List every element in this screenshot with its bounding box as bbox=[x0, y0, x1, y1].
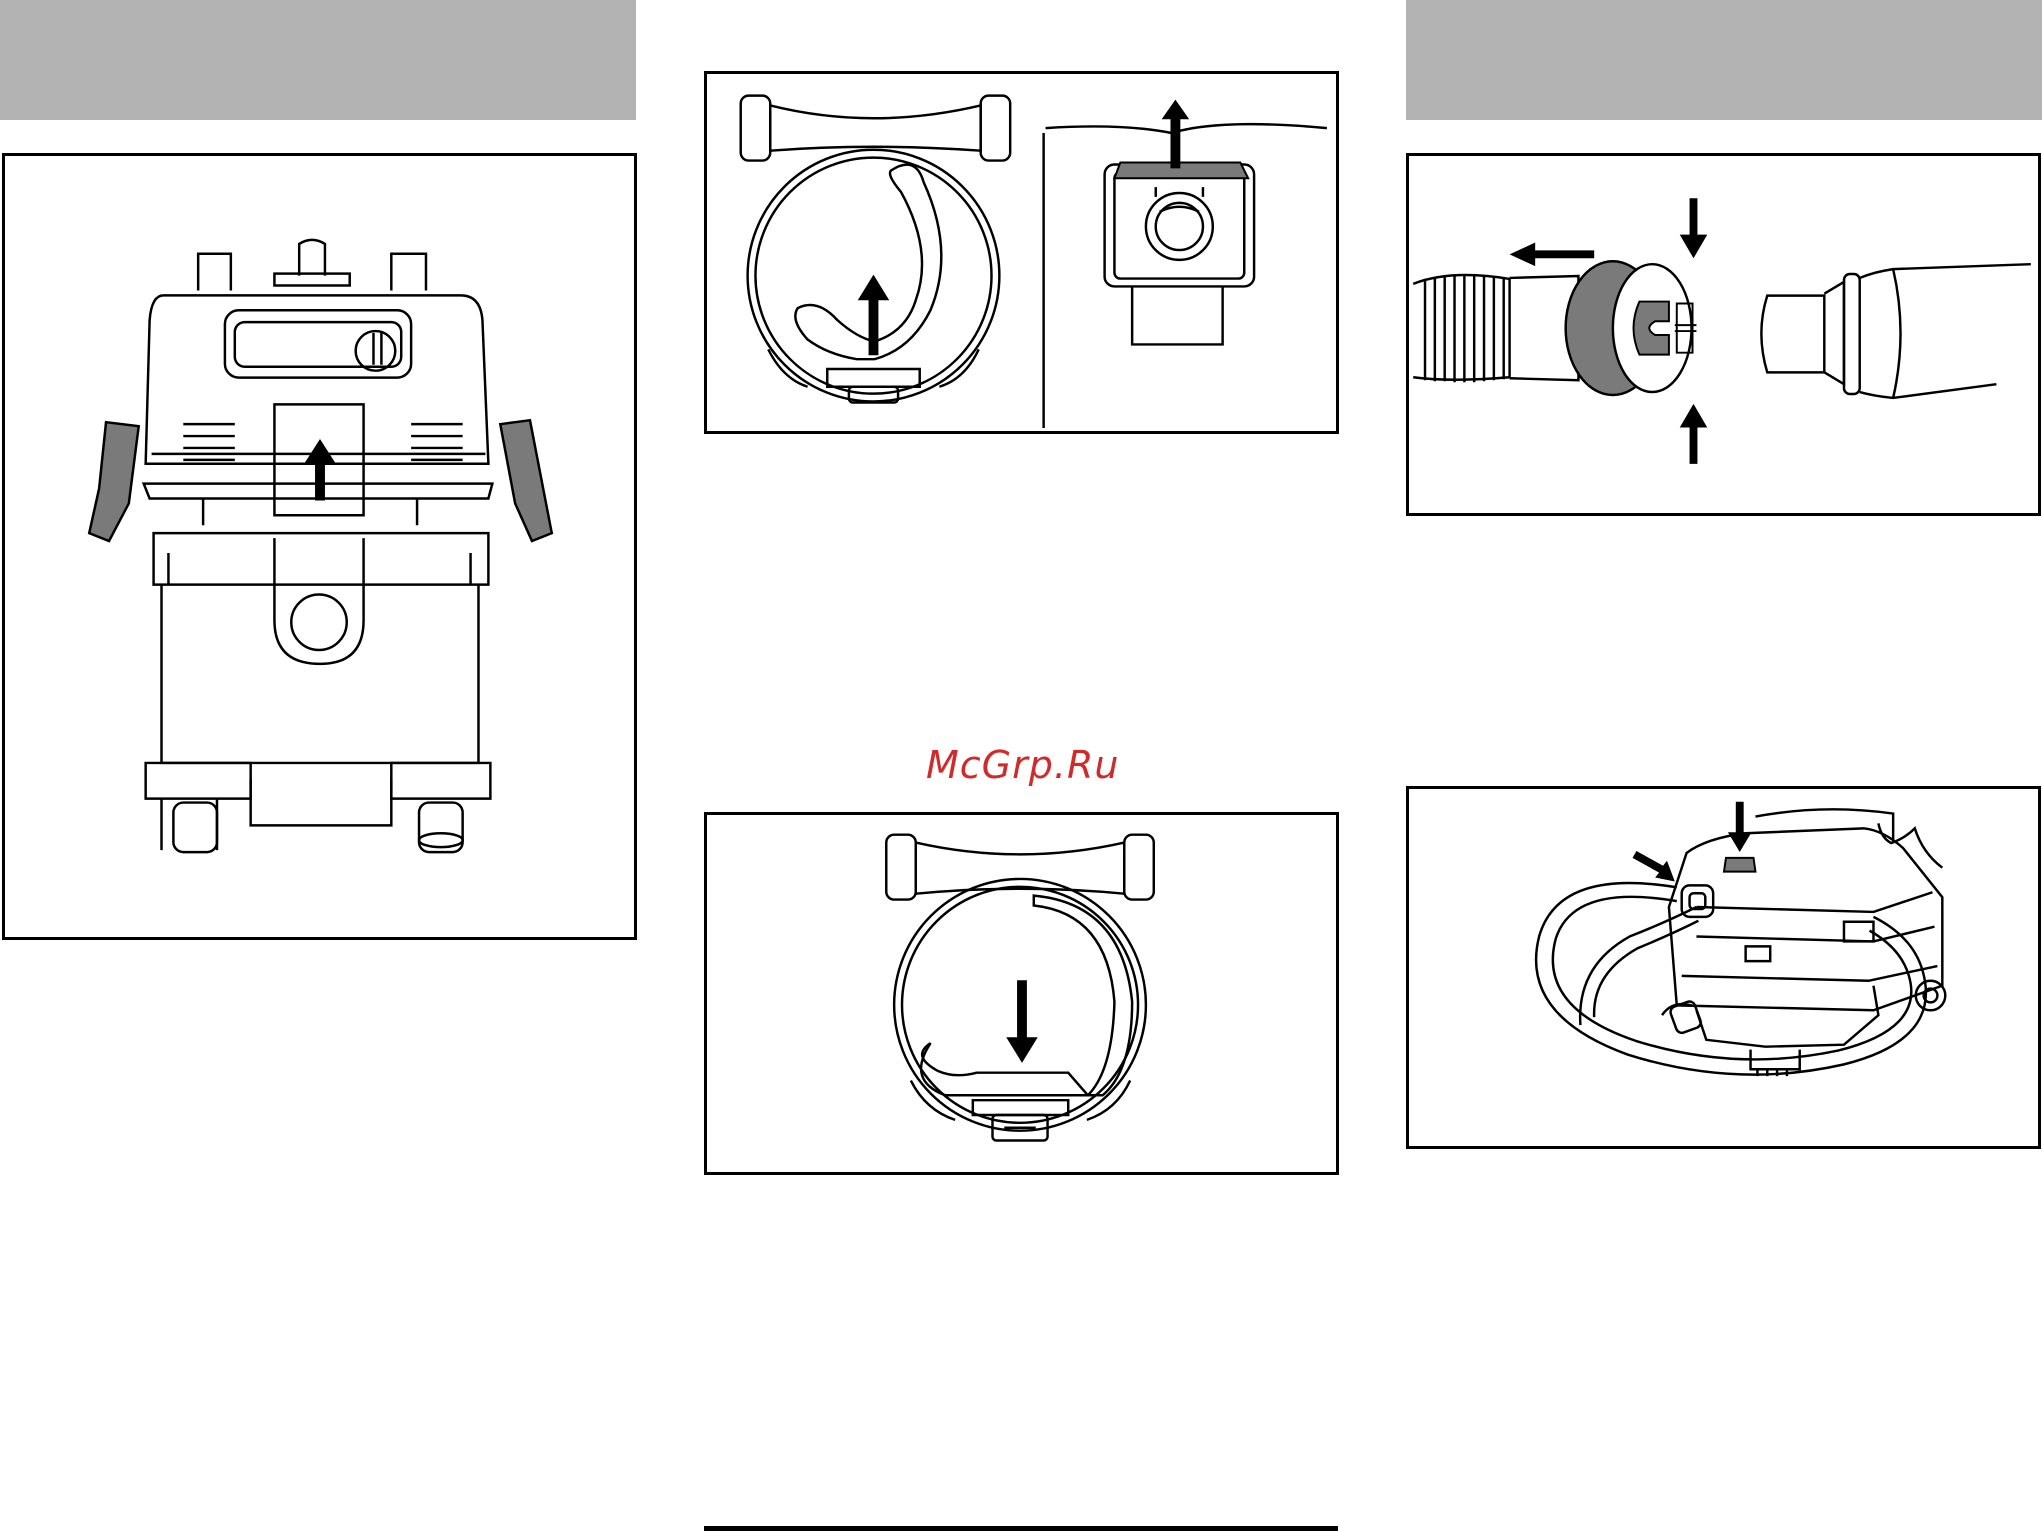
hose-icon bbox=[1409, 156, 2038, 513]
arrow-down-icon bbox=[1006, 980, 1037, 1063]
arrow-diagonal-icon bbox=[1633, 851, 1675, 881]
figure-vacuum-hose-stored bbox=[1406, 786, 2041, 1149]
watermark-text: McGrp.Ru bbox=[926, 743, 1119, 787]
filter-cage-icon bbox=[707, 815, 1336, 1172]
arrow-down-icon bbox=[1680, 198, 1708, 258]
arrow-up-icon bbox=[858, 275, 889, 356]
figure-hose-coupling bbox=[1406, 153, 2041, 516]
arrow-left-icon bbox=[1510, 243, 1595, 267]
figure-filter-bag-insert bbox=[704, 812, 1339, 1175]
header-bar-left bbox=[0, 0, 636, 120]
figure-vacuum-front bbox=[2, 153, 637, 940]
filter-cage-icon bbox=[707, 74, 1336, 431]
arrow-up-icon bbox=[304, 439, 336, 500]
bottom-rule bbox=[704, 1526, 1338, 1531]
figure-filter-bag-remove bbox=[704, 71, 1339, 434]
vacuum-cleaner-icon bbox=[1409, 789, 2038, 1146]
arrow-down-icon bbox=[1728, 802, 1752, 852]
arrow-up-icon bbox=[1162, 100, 1190, 169]
arrow-up-icon bbox=[1680, 404, 1708, 464]
header-bar-right bbox=[1406, 0, 2042, 120]
vacuum-cleaner-icon bbox=[5, 156, 634, 937]
